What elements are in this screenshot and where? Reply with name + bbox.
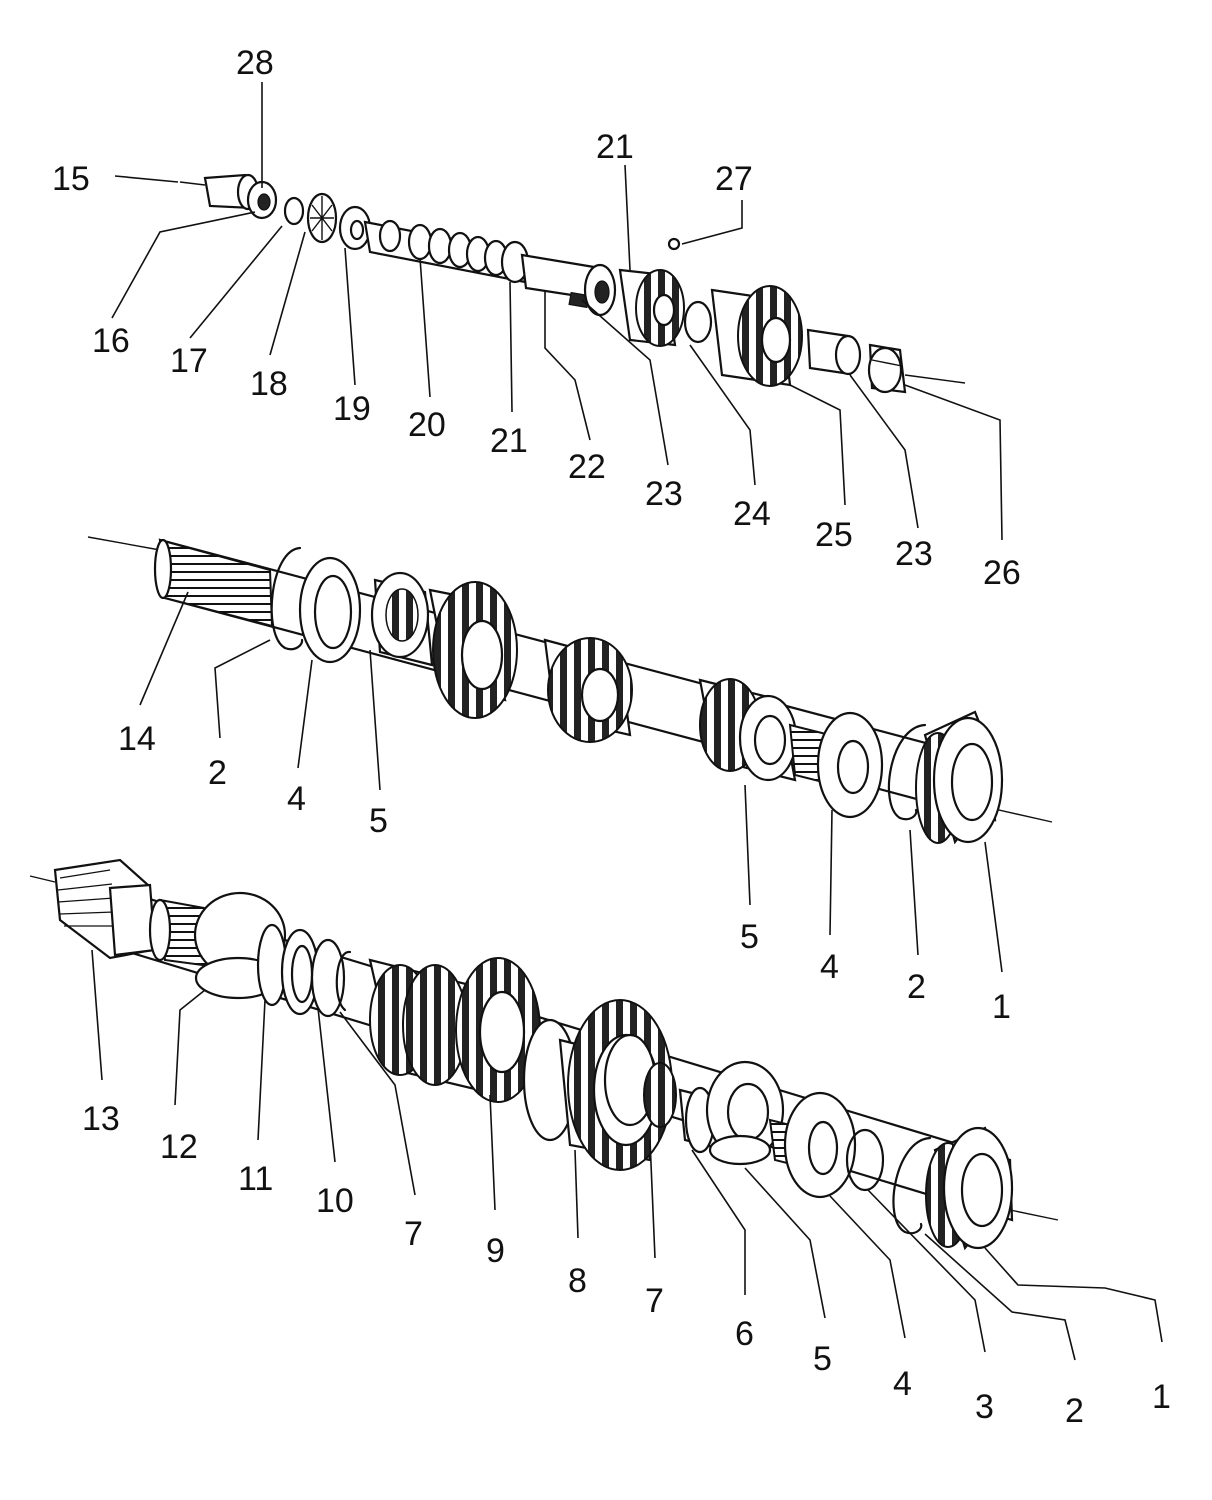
label-top-21-ring: 21: [490, 422, 528, 460]
part-2-circlip-bottom: [892, 1136, 932, 1235]
part-2-circlip-left: [270, 546, 304, 651]
part-19-washer: [338, 205, 372, 251]
label-middle-4-left: 4: [287, 780, 306, 818]
label-top-22: 22: [568, 448, 606, 486]
part-4-thrust-washer-bottom: [783, 1091, 857, 1199]
bottom-shaft-axis-left: [29, 875, 56, 883]
label-bottom-13: 13: [82, 1100, 120, 1138]
part-1-taper-bearing-middle: [915, 710, 1004, 845]
label-bottom-8: 8: [568, 1262, 587, 1300]
bottom-shaft-assembly: [29, 858, 1059, 1251]
middle-spur-gear: [543, 637, 633, 743]
label-middle-1: 1: [992, 988, 1011, 1026]
label-bottom-9: 9: [486, 1232, 505, 1270]
label-bottom-11: 11: [238, 1160, 273, 1198]
part-5-bearing-left: [370, 571, 434, 667]
leader-lines: [91, 82, 1163, 1361]
label-top-21-gear: 21: [596, 128, 634, 166]
middle-shaft-axis-right: [989, 807, 1053, 823]
part-26-end-cap: [867, 343, 907, 394]
label-top-27: 27: [715, 160, 753, 198]
part-21-gear: [618, 268, 685, 347]
part-10-ring: [280, 928, 320, 1016]
part-28-small-gear: [246, 180, 278, 220]
label-top-17: 17: [170, 342, 208, 380]
bottom-shaft-axis-right: [1009, 1209, 1059, 1221]
label-top-24: 24: [733, 495, 771, 533]
label-top-18: 18: [250, 365, 288, 403]
label-bottom-3: 3: [975, 1388, 994, 1426]
label-middle-14: 14: [118, 720, 156, 758]
part-9-cluster-gear: [368, 957, 541, 1103]
label-top-23-left: 23: [645, 475, 683, 513]
label-bottom-6: 6: [735, 1315, 754, 1353]
part-4-thrust-washer-right: [816, 711, 884, 819]
part-2-circlip-right: [887, 723, 927, 821]
part-7-circlip-left: [310, 938, 352, 1018]
label-top-19: 19: [333, 390, 371, 428]
label-middle-4-right: 4: [820, 948, 839, 986]
part-1-taper-bearing-bottom: [925, 1126, 1014, 1251]
part-13-bevel-pinion: [53, 858, 157, 960]
label-middle-2-left: 2: [208, 754, 227, 792]
label-top-15: 15: [52, 160, 90, 198]
label-bottom-5: 5: [813, 1340, 832, 1378]
label-top-23-right: 23: [895, 535, 933, 573]
part-3-circlip: [845, 1128, 885, 1192]
part-17-circlip: [283, 196, 305, 226]
middle-shaft-axis-left: [87, 536, 161, 551]
part-14-splined-end: [153, 538, 274, 628]
label-top-26: 26: [983, 554, 1021, 592]
part-24-ring: [683, 300, 713, 344]
label-bottom-2: 2: [1065, 1392, 1084, 1430]
part-18-star-washer: [306, 192, 338, 244]
label-top-25: 25: [815, 516, 853, 554]
label-bottom-10: 10: [316, 1182, 354, 1220]
part-5-bearing-right: [698, 678, 798, 782]
part-7-synchro-ring: [603, 1033, 677, 1128]
label-top-20: 20: [408, 406, 446, 444]
label-top-28: 28: [236, 44, 274, 82]
part-4-thrust-washer-left: [298, 556, 362, 664]
part-27-ball: [667, 237, 681, 251]
part-20-shaft: [363, 219, 527, 284]
part-5-bearing-bottom: [705, 1060, 785, 1166]
top-shaft-assembly: [179, 173, 966, 394]
label-middle-2-right: 2: [907, 968, 926, 1006]
label-middle-5-right: 5: [740, 918, 759, 956]
top-shaft-axis-left: [179, 181, 206, 186]
part-23-bush-right: [806, 328, 862, 376]
top-shaft-axis-right: [904, 374, 966, 384]
label-bottom-1: 1: [1152, 1378, 1171, 1416]
label-bottom-7-left: 7: [404, 1215, 423, 1253]
callout-labels: 28 15 16 17 18 19 20 21 21 27 22 23 24 2…: [52, 44, 1171, 1430]
label-bottom-4: 4: [893, 1365, 912, 1403]
label-bottom-7-right: 7: [645, 1282, 664, 1320]
label-middle-5-left: 5: [369, 802, 388, 840]
middle-shaft-assembly: [87, 536, 1053, 845]
label-bottom-12: 12: [160, 1128, 198, 1166]
part-25-gear: [710, 285, 803, 387]
middle-large-gear: [428, 581, 518, 719]
label-top-16: 16: [92, 322, 130, 360]
